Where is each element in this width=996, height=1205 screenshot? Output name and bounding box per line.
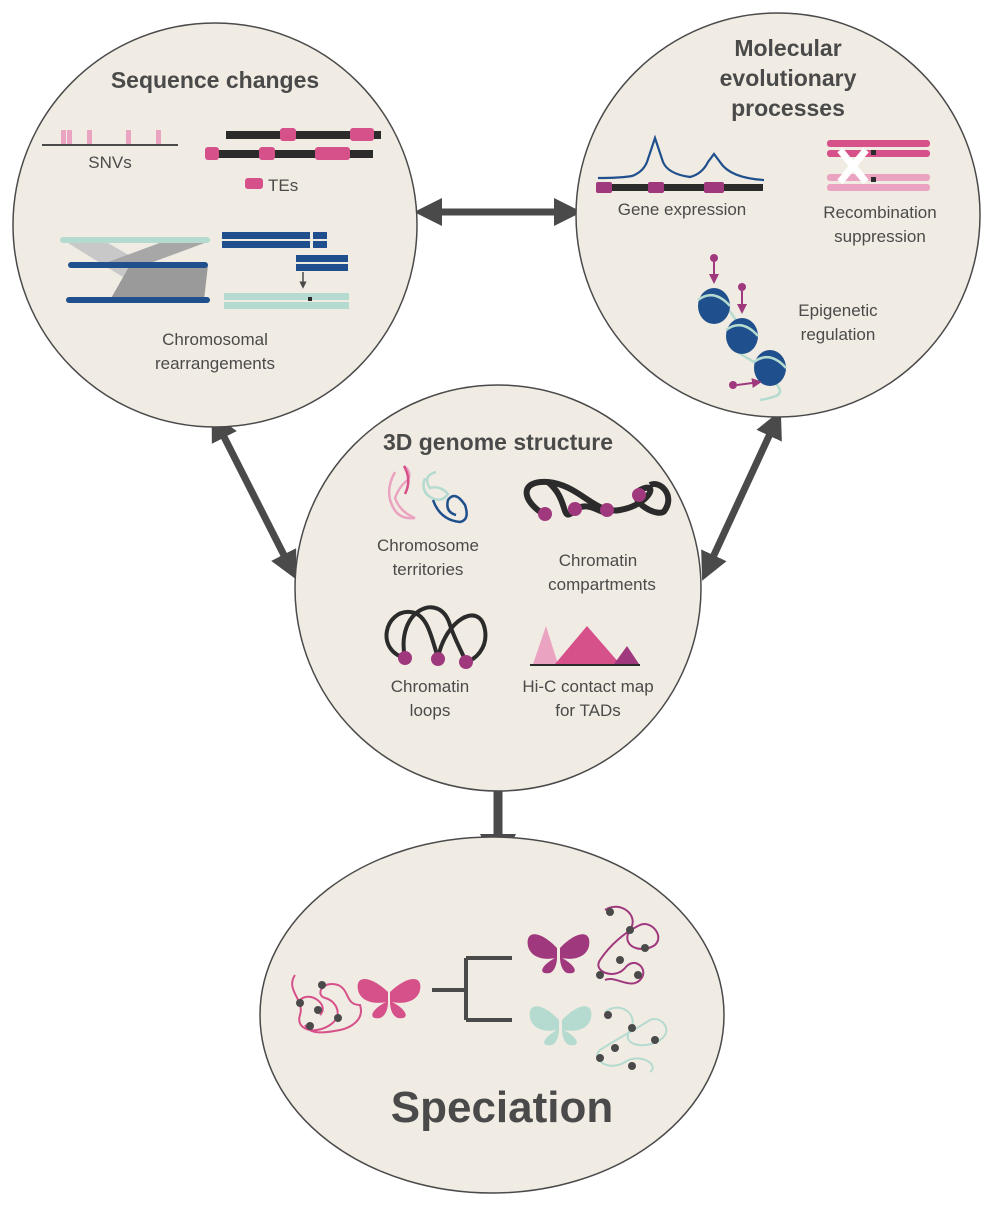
- butterfly-pink-icon: [357, 978, 421, 1019]
- magenta-chromatin-illustration: [596, 905, 660, 985]
- speciation-panel: Speciation: [259, 836, 725, 1194]
- epigenetic-label-2: regulation: [801, 325, 876, 344]
- loops-illustration: [384, 605, 488, 669]
- speciation-title: Speciation: [391, 1083, 614, 1132]
- compartments-illustration: [523, 478, 672, 521]
- te-illustration: [205, 128, 381, 189]
- rearrangement-illustration: [60, 237, 210, 303]
- epigenetic-illustration: [697, 254, 787, 402]
- recombination-label-2: suppression: [834, 227, 926, 246]
- epigenetic-label-1: Epigenetic: [798, 301, 878, 320]
- loops-label-2: loops: [410, 701, 451, 720]
- territories-illustration: [387, 465, 468, 524]
- molecular-title-2: evolutionary: [720, 65, 857, 91]
- molecular-title-1: Molecular: [734, 35, 841, 61]
- territories-label-1: Chromosome: [377, 536, 479, 555]
- snvs-label: SNVs: [88, 153, 131, 172]
- sequence-changes-panel: Sequence changes SNVs TEs: [12, 22, 418, 428]
- arrow-sequence-3d: [211, 412, 297, 580]
- gene-expression-label: Gene expression: [618, 200, 747, 219]
- tes-label: TEs: [268, 176, 298, 195]
- rearrangements-label-2: rearrangements: [155, 354, 275, 373]
- molecular-processes-panel: Molecular evolutionary processes Gene ex…: [575, 12, 981, 418]
- translocation-illustration: [222, 232, 349, 309]
- territories-label-2: territories: [393, 560, 464, 579]
- genome-3d-panel: 3D genome structure Chromosome territori…: [294, 384, 702, 792]
- snv-illustration: [42, 130, 178, 146]
- phylogeny-tree: [432, 956, 512, 1022]
- ancestor-chromatin-illustration: [291, 974, 362, 1034]
- hic-label-2: for TADs: [555, 701, 621, 720]
- compartments-label-1: Chromatin: [559, 551, 637, 570]
- butterfly-magenta-icon: [527, 934, 590, 974]
- sequence-changes-title: Sequence changes: [111, 67, 319, 93]
- recombination-label-1: Recombination: [823, 203, 936, 222]
- mint-chromatin-illustration: [596, 1006, 668, 1073]
- hic-tad-illustration: [530, 626, 640, 666]
- loops-label-1: Chromatin: [391, 677, 469, 696]
- rearrangements-label-1: Chromosomal: [162, 330, 268, 349]
- recombination-illustration: [827, 140, 930, 191]
- genome-3d-title: 3D genome structure: [383, 429, 613, 455]
- arrow-molecular-3d: [701, 410, 782, 581]
- butterfly-mint-icon: [529, 1006, 592, 1046]
- molecular-title-3: processes: [731, 95, 845, 121]
- hic-label-1: Hi-C contact map: [522, 677, 653, 696]
- compartments-label-2: compartments: [548, 575, 656, 594]
- gene-expression-illustration: [596, 134, 765, 193]
